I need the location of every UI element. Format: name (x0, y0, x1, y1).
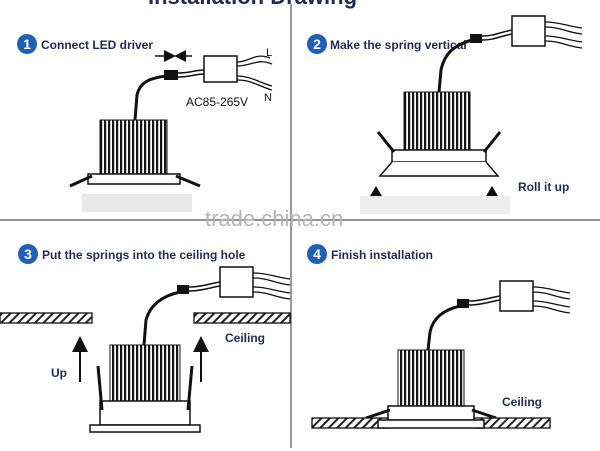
spring-left (365, 408, 391, 420)
ceiling-left (311, 417, 389, 429)
step-4-panel: 4 Finish installation Ceiling (307, 244, 571, 429)
lamp-trim (387, 405, 475, 421)
step-3-title: Put the springs into the ceiling hole (42, 248, 246, 262)
spring-right (186, 365, 194, 411)
ceiling-right (473, 417, 551, 429)
trim-bevel (378, 161, 500, 177)
lamp-heatsink (403, 91, 471, 151)
ceiling-label: Ceiling (502, 395, 542, 409)
mains-wires (532, 286, 571, 314)
lamp-trim (391, 149, 487, 163)
connector-to-driver-wire (468, 295, 501, 306)
ceiling-right (193, 312, 291, 324)
trim-base (377, 419, 485, 429)
spring-right (482, 131, 502, 153)
roll-it-up-label: Roll it up (518, 180, 569, 194)
ceiling-left (0, 312, 93, 324)
lamp-heatsink (99, 119, 168, 175)
lamp-cable (437, 38, 473, 93)
trim-base (89, 424, 201, 433)
step-4-number: 4 (313, 246, 321, 262)
lamp-heatsink (397, 349, 465, 407)
step-2-number: 2 (313, 36, 321, 52)
header-title: Installation Drawing (148, 0, 357, 9)
step-1-badge (17, 34, 37, 54)
step-1-number: 1 (23, 36, 31, 52)
lamp-heatsink (109, 344, 181, 402)
mains-wires (236, 55, 273, 91)
step-3-number: 3 (24, 246, 32, 262)
step-1-panel: 1 Connect LED driver L N AC85-265V (17, 34, 273, 212)
led-driver-box (203, 55, 238, 83)
cable-connector (164, 70, 178, 80)
spring-right (175, 174, 201, 188)
step-4-badge (307, 244, 327, 264)
lamp-glow (360, 196, 510, 214)
neutral-label: N (264, 92, 272, 104)
step-2-panel: 2 Make the spring vertical Roll it up (307, 15, 583, 214)
up-label: Up (51, 366, 67, 380)
ceiling-label: Ceiling (225, 331, 265, 345)
lamp-glow (82, 194, 192, 212)
spring-right (471, 408, 497, 420)
connector-to-driver-wire (481, 29, 513, 41)
led-driver-box (499, 280, 534, 312)
spring-left (69, 174, 93, 188)
lamp-trim (99, 400, 191, 426)
lamp-cable (426, 304, 461, 351)
led-driver-box (219, 266, 254, 298)
spring-left (376, 131, 396, 153)
cable-connector (457, 299, 469, 308)
step-2-badge (307, 34, 327, 54)
mains-wires (544, 21, 583, 49)
step-2-title: Make the spring vertical (330, 38, 467, 52)
spring-left (96, 365, 104, 411)
cable-connector (177, 285, 189, 294)
cable-connector (470, 34, 482, 43)
step-3-panel: 3 Put the springs into the ceiling hole … (0, 244, 291, 433)
mains-wires (252, 272, 291, 300)
connector-to-driver-wire (188, 281, 221, 292)
voltage-label: AC85-265V (186, 95, 248, 109)
connector-to-driver-wire (177, 69, 205, 78)
roll-arrow-right (486, 186, 498, 196)
lamp-cable (142, 290, 181, 346)
step-3-badge (18, 244, 38, 264)
lamp-trim (87, 173, 181, 185)
roll-arrow-left (370, 186, 382, 196)
lamp-cable (133, 74, 167, 121)
step-4-title: Finish installation (331, 248, 433, 262)
step-1-title: Connect LED driver (41, 38, 153, 52)
watermark-text: trade.china.cn (205, 206, 343, 231)
line-label: L (266, 47, 272, 59)
led-driver-box (511, 15, 546, 47)
